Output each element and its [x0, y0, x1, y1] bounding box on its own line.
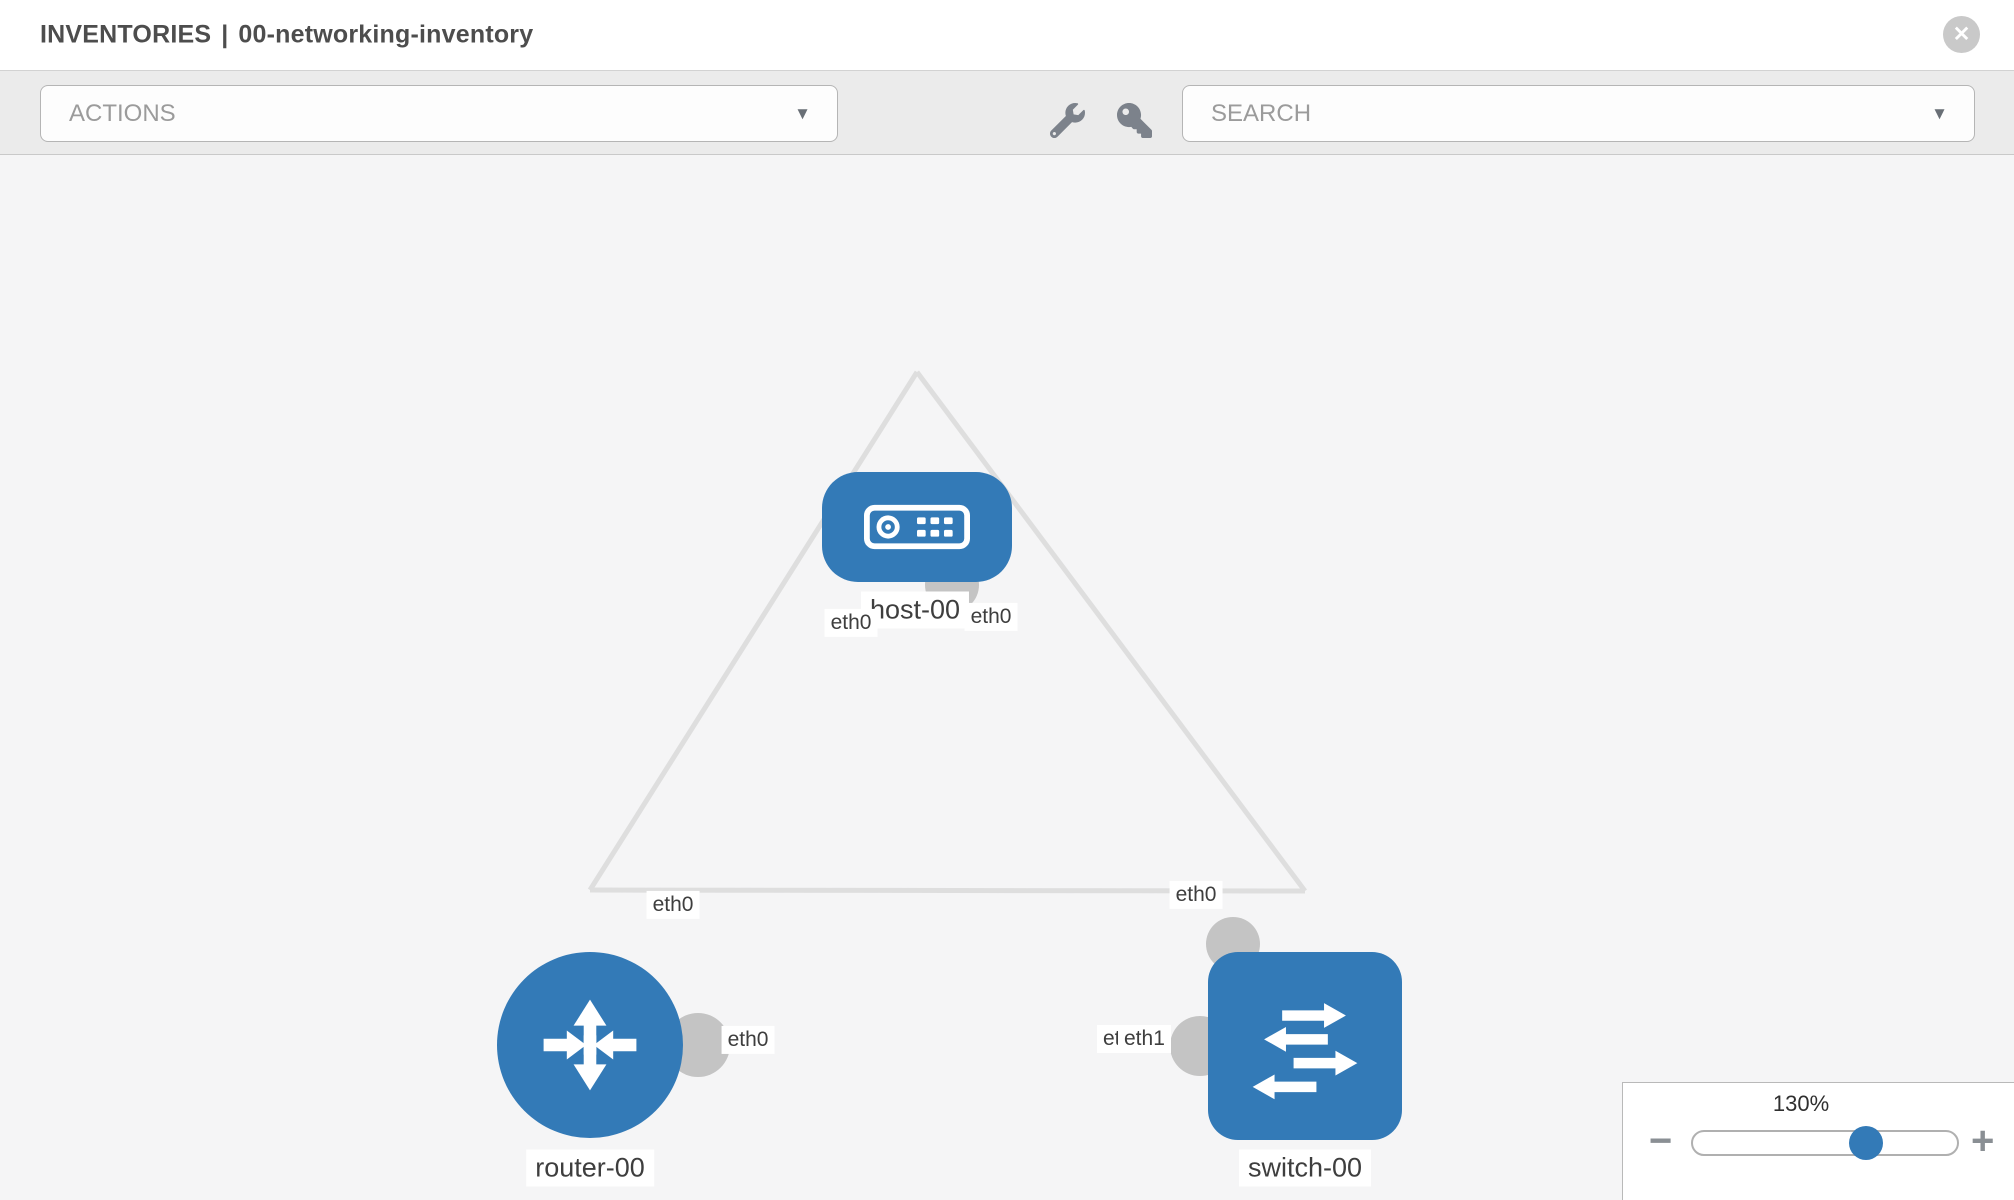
actions-select-label: ACTIONS	[69, 99, 176, 127]
zoom-slider[interactable]	[1691, 1126, 1959, 1160]
iface-label-router-right-eth0: eth0	[721, 1025, 775, 1055]
close-button[interactable]: ✕	[1943, 16, 1980, 53]
key-icon	[1116, 102, 1152, 138]
iface-label-router-link-eth0: eth0	[646, 890, 700, 920]
close-icon: ✕	[1952, 23, 1971, 46]
switch-icon	[1252, 1003, 1358, 1100]
node-host-00[interactable]	[822, 472, 1012, 582]
zoom-slider-thumb[interactable]	[1849, 1126, 1883, 1160]
credentials-button[interactable]	[1112, 98, 1156, 142]
page-title-separator: |	[221, 20, 229, 49]
wrench-icon	[1049, 102, 1085, 138]
host-icon	[864, 504, 970, 550]
zoom-in-button[interactable]: +	[1971, 1119, 1995, 1163]
iface-label-host-eth0-right: eth0	[964, 602, 1018, 632]
page-header: INVENTORIES | 00-networking-inventory ✕	[0, 0, 2014, 70]
actions-select[interactable]: ACTIONS ▼	[40, 85, 838, 142]
search-select-label: SEARCH	[1211, 99, 1312, 127]
node-router-00[interactable]	[497, 952, 683, 1138]
iface-label-switch-left-eth1: eth1	[1118, 1025, 1171, 1054]
caret-down-icon: ▼	[794, 103, 811, 123]
page-title: INVENTORIES | 00-networking-inventory	[40, 21, 533, 50]
link-line-host-switch	[914, 370, 1308, 893]
caret-down-icon: ▼	[1931, 103, 1948, 123]
topology-canvas[interactable]: host-00 router-00 switch-00 eth0 eth0 et…	[0, 155, 2014, 1200]
page-title-section: INVENTORIES	[40, 20, 212, 49]
toolbar: ACTIONS ▼ SEARCH ▼	[0, 70, 2014, 155]
link-line-host-router	[587, 370, 920, 892]
zoom-control-panel: 130% − +	[1622, 1082, 2014, 1200]
zoom-out-button[interactable]: −	[1649, 1119, 1673, 1163]
topology-links	[587, 370, 1308, 894]
tools-button[interactable]	[1045, 98, 1089, 142]
zoom-level-value: 130%	[1772, 1091, 1830, 1116]
iface-label-switch-top-eth0: eth0	[1169, 880, 1223, 910]
node-label-router-00: router-00	[526, 1149, 654, 1187]
node-label-switch-00: switch-00	[1238, 1149, 1372, 1187]
router-icon	[543, 999, 637, 1091]
node-label-host-00: host-00	[860, 591, 970, 629]
iface-label-host-eth0-left: eth0	[824, 608, 878, 638]
node-switch-00[interactable]	[1208, 952, 1402, 1140]
search-select[interactable]: SEARCH ▼	[1182, 85, 1975, 142]
page-title-inventory-name: 00-networking-inventory	[238, 20, 534, 49]
